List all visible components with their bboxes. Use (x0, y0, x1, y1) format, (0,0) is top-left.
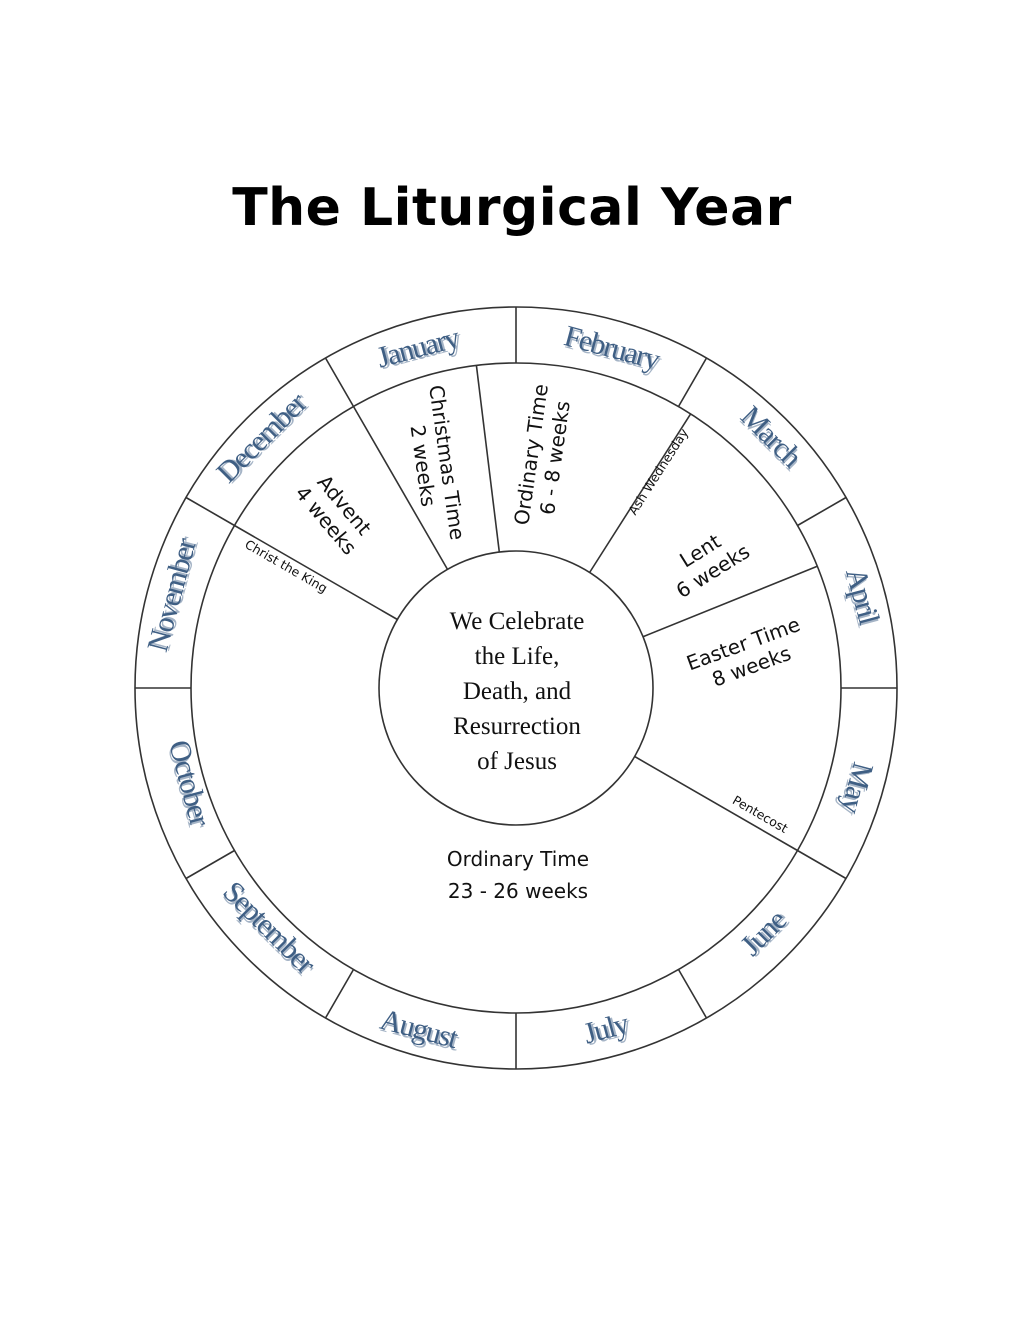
season-ordinary-summer: Ordinary Time 23 - 26 weeks (447, 847, 589, 903)
center-message: We Celebrate the Life, Death, and Resurr… (450, 608, 585, 775)
svg-text:Ordinary Time: Ordinary Time (447, 847, 589, 871)
svg-text:December: December (210, 386, 313, 489)
svg-text:June: June (734, 903, 793, 962)
svg-text:23 - 26 weeks: 23 - 26 weeks (448, 879, 588, 903)
svg-text:Resurrection: Resurrection (453, 713, 581, 740)
month-dividers (135, 307, 897, 1069)
month-december: December December (210, 386, 316, 489)
season-dividers (234, 365, 818, 852)
month-october: October October (161, 737, 217, 833)
season-christmas: Christmas Time 2 weeks (406, 383, 470, 541)
svg-text:the Life,: the Life, (475, 643, 560, 670)
season-easter: Easter Time 8 weeks (683, 612, 803, 691)
month-august: August August (377, 1003, 464, 1058)
svg-text:of Jesus: of Jesus (477, 748, 557, 775)
page-title: The Liturgical Year (232, 178, 792, 238)
svg-text:Death, and: Death, and (463, 678, 572, 705)
svg-text:We Celebrate: We Celebrate (450, 608, 585, 635)
month-february: February February (561, 319, 665, 379)
marker-christ-the-king: Christ the King (242, 536, 330, 595)
month-may: May May (832, 759, 880, 819)
season-advent: Advent 4 weeks (290, 470, 376, 559)
month-september: September September (216, 875, 322, 983)
svg-text:November: November (141, 534, 203, 655)
marker-ash-wednesday: Ash Wednesday (625, 425, 691, 517)
month-march: March March (734, 400, 808, 477)
svg-text:April: April (839, 564, 886, 628)
season-lent: Lent 6 weeks (672, 529, 754, 603)
svg-text:May: May (834, 759, 879, 818)
month-june: June June (734, 903, 796, 962)
month-july: July July (580, 1007, 635, 1052)
center-circle (378, 550, 654, 826)
svg-text:September: September (216, 875, 322, 981)
season-ordinary-winter: Ordinary Time 6 - 8 weeks (509, 382, 574, 526)
